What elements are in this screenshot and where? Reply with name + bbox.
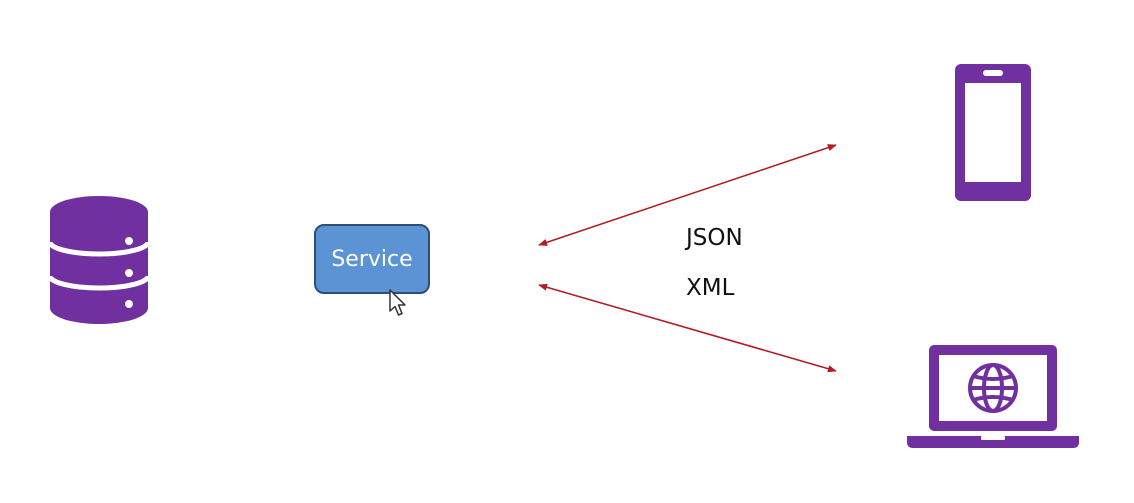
service-button[interactable]: Service (314, 224, 430, 294)
mobile-phone-icon (955, 64, 1031, 201)
mouse-pointer-icon (389, 289, 406, 316)
service-label: Service (331, 246, 413, 272)
json-label: JSON (686, 225, 743, 251)
arrow-service-to-phone (538, 144, 837, 246)
database-icon (50, 196, 148, 324)
laptop-globe-icon (907, 345, 1079, 448)
arrow-service-to-laptop (538, 283, 837, 373)
globe-icon (968, 363, 1018, 413)
xml-label: XML (686, 275, 735, 301)
